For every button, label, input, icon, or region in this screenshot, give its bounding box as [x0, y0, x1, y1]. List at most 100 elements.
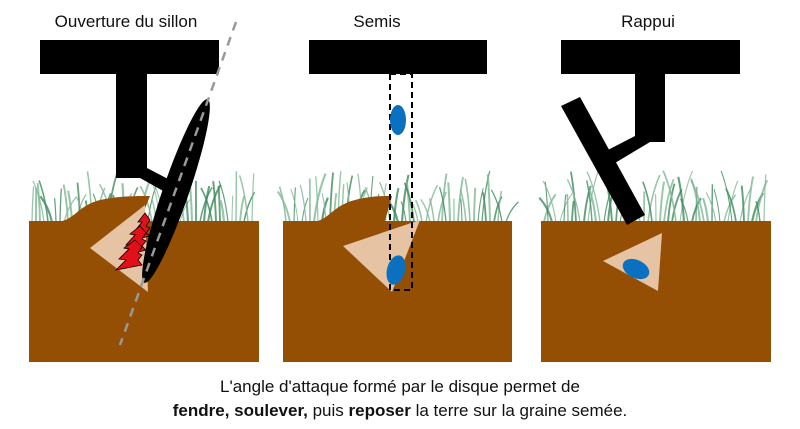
grass-blade: [392, 187, 400, 223]
furrow-wedge: [90, 205, 148, 292]
grass-blade: [588, 189, 598, 223]
grass-blade: [481, 170, 491, 223]
grass-blade: [219, 200, 226, 223]
grass-blade: [400, 174, 410, 223]
grass-blade: [763, 174, 767, 223]
grass-blade: [586, 180, 593, 223]
grass-blade: [747, 176, 754, 223]
grass-blade: [457, 176, 464, 223]
caption-bold-2: reposer: [348, 401, 411, 420]
tool-stem: [116, 74, 147, 170]
panel-furrow-opening: [29, 21, 259, 362]
grass-blade: [218, 180, 229, 223]
tool-bracket: [116, 165, 170, 192]
toolbar-beam: [40, 40, 219, 74]
caption-end: la terre sur la graine semée.: [410, 401, 628, 420]
grass-blade: [414, 199, 423, 223]
panel-title-firming: Rappui: [621, 12, 675, 31]
grass-blade: [563, 194, 567, 223]
toolbar-beam: [561, 40, 740, 74]
grass-blade: [690, 180, 705, 223]
tool-stem: [635, 74, 665, 142]
grass-blade: [543, 193, 557, 223]
grass-blade: [179, 199, 191, 223]
grass-blade: [188, 184, 194, 223]
grass-blade: [497, 190, 503, 223]
grass-blade: [290, 188, 299, 223]
grass-blade: [566, 179, 581, 223]
caption-mid: puis: [307, 401, 349, 420]
grass-blade: [723, 194, 737, 223]
press-wheel-arm: [561, 97, 645, 225]
grass-blade: [276, 190, 291, 223]
grass-blade: [299, 184, 307, 223]
grass-blade: [459, 189, 467, 223]
grass-blade: [713, 189, 721, 223]
grass-blade: [231, 195, 234, 223]
grass-blade: [473, 187, 477, 223]
grass-blade: [725, 188, 737, 223]
grass-blade: [559, 192, 574, 223]
soil-mound: [318, 196, 392, 221]
panel-firming: [541, 40, 771, 362]
grass-blade: [727, 180, 739, 223]
grass-blade: [538, 197, 553, 223]
tool-bracket: [604, 136, 660, 166]
grass-blade: [505, 201, 519, 223]
caption-line-1: L'angle d'attaque formé par le disque pe…: [220, 377, 580, 396]
grass-blade: [53, 198, 57, 223]
seed-placed: [386, 255, 406, 285]
grass-blade: [662, 170, 677, 223]
grass-blade: [212, 181, 217, 223]
grass-blade: [680, 198, 689, 223]
grass-blade: [251, 173, 255, 223]
soil-mound: [62, 196, 150, 221]
grass-blade: [199, 186, 213, 223]
grass-blade: [63, 196, 78, 223]
grass-blade: [705, 192, 717, 223]
grass-blade: [420, 198, 431, 223]
grass-blade: [587, 170, 599, 223]
grass-blade: [571, 200, 575, 223]
grass-blade: [542, 180, 557, 223]
grass-blade: [667, 183, 676, 223]
grass-blade: [490, 189, 503, 223]
grass-blade: [642, 181, 653, 223]
grass-blade: [460, 198, 463, 223]
grass-blade: [217, 185, 221, 223]
grass-blade: [243, 191, 256, 223]
grass-blade: [239, 195, 246, 223]
grass-blade: [477, 188, 484, 223]
panel-title-sowing: Semis: [353, 12, 401, 31]
furrow-wedge: [343, 220, 420, 292]
grass-blade: [482, 192, 487, 223]
grass-blade: [62, 184, 69, 223]
grass-blade: [39, 195, 54, 223]
red-arrows-icon: [114, 212, 151, 271]
grass-blade: [663, 178, 675, 223]
grass-blade: [679, 170, 694, 223]
seed-covered: [622, 258, 650, 280]
grass-blade: [486, 174, 491, 223]
grass-blade: [428, 198, 435, 223]
grass-blade: [403, 182, 415, 223]
caption-bold-1: fendre, soulever,: [172, 401, 308, 420]
grass-blade: [566, 193, 569, 223]
grass-blade: [400, 201, 407, 223]
grass-blade: [755, 179, 769, 223]
caption-line-2: fendre, soulever, puis reposer la terre …: [0, 401, 800, 421]
grass-blade: [691, 197, 702, 223]
grass-blade: [702, 197, 710, 223]
grass-blade: [583, 185, 592, 223]
grass-blade: [464, 178, 471, 223]
grass-blade: [755, 200, 761, 223]
panel-sowing: [283, 40, 512, 362]
grass-blade: [32, 180, 45, 223]
grass-blade: [200, 187, 213, 223]
grass-blade: [739, 187, 752, 223]
panel-title-furrow-opening: Ouverture du sillon: [54, 12, 198, 31]
grass-blade: [315, 176, 319, 223]
toolbar-beam: [309, 40, 487, 74]
grass-blade: [647, 174, 661, 223]
